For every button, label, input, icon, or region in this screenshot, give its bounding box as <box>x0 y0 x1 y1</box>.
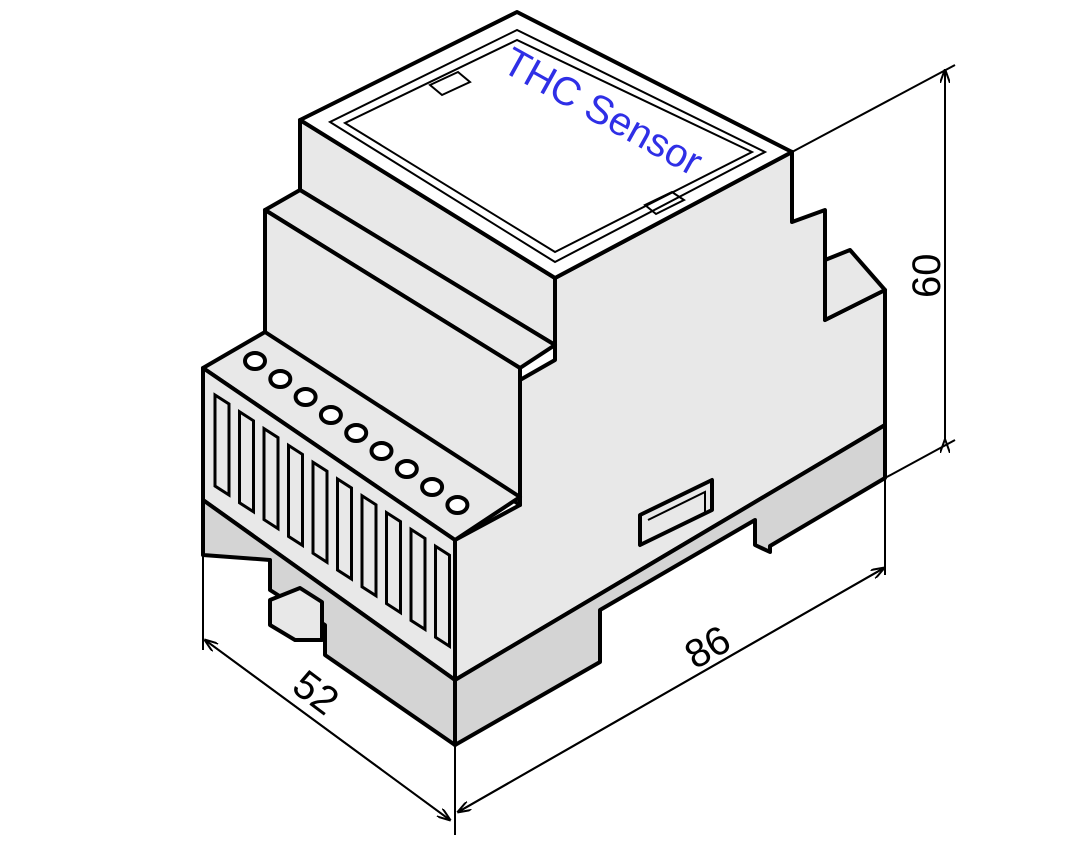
middle-front-face <box>263 208 522 507</box>
clip-slot <box>638 478 714 547</box>
height-dimension: 60 <box>905 254 949 299</box>
width-dimension: 52 <box>285 662 347 724</box>
terminal-slot <box>434 543 451 649</box>
terminal-slot <box>409 526 427 633</box>
terminal-hole <box>293 387 318 407</box>
terminal-slot <box>213 392 231 498</box>
terminal-slot <box>238 409 255 515</box>
length-dimension: 86 <box>678 617 739 677</box>
terminal-slot <box>311 459 329 565</box>
terminal-holes <box>243 351 470 515</box>
terminal-hole <box>445 495 470 515</box>
front-rail <box>201 498 457 747</box>
back-clip <box>823 248 887 322</box>
terminal-slots <box>213 392 451 649</box>
terminal-hole <box>344 423 369 443</box>
terminal-hole <box>268 369 293 389</box>
terminal-slot <box>385 509 402 616</box>
rail-clip <box>268 586 324 642</box>
terminal-slot <box>360 493 378 599</box>
terminal-hole <box>369 441 394 461</box>
terminal-slot <box>262 425 280 532</box>
terminal-slot <box>287 442 304 549</box>
enclosure-body: THC Sensor <box>201 10 887 747</box>
terminal-slot <box>336 476 353 582</box>
lid-top <box>298 10 794 280</box>
terminal-hole <box>243 351 267 371</box>
terminal-hole <box>420 477 445 497</box>
terminal-hole <box>394 459 419 479</box>
terminal-hole <box>318 405 343 425</box>
right-rail <box>453 423 887 747</box>
